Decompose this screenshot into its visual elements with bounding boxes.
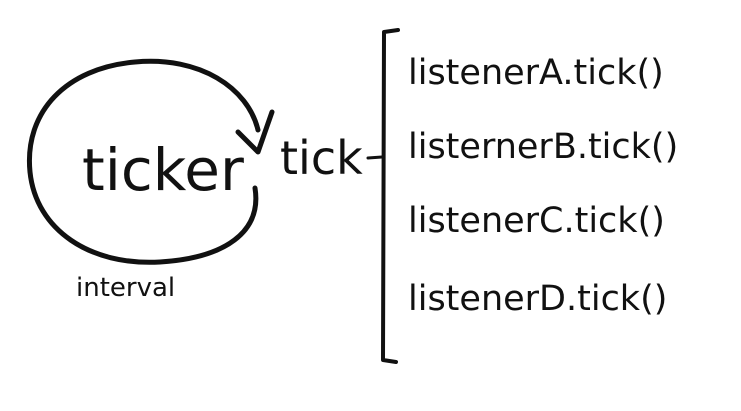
tick-label: tick — [280, 131, 363, 185]
ticker-label: ticker — [82, 136, 244, 204]
listener-item: listenerC.tick() — [408, 201, 665, 241]
tick-connector — [366, 155, 384, 160]
listener-item: listenerD.tick() — [408, 279, 667, 319]
interval-label: interval — [76, 273, 175, 303]
listener-item: listenerA.tick() — [408, 53, 664, 93]
listener-bracket — [381, 28, 400, 364]
ticker-loop — [26, 58, 261, 265]
listener-item: listernerB.tick() — [408, 127, 678, 167]
loop-arrowhead-icon — [235, 109, 275, 155]
